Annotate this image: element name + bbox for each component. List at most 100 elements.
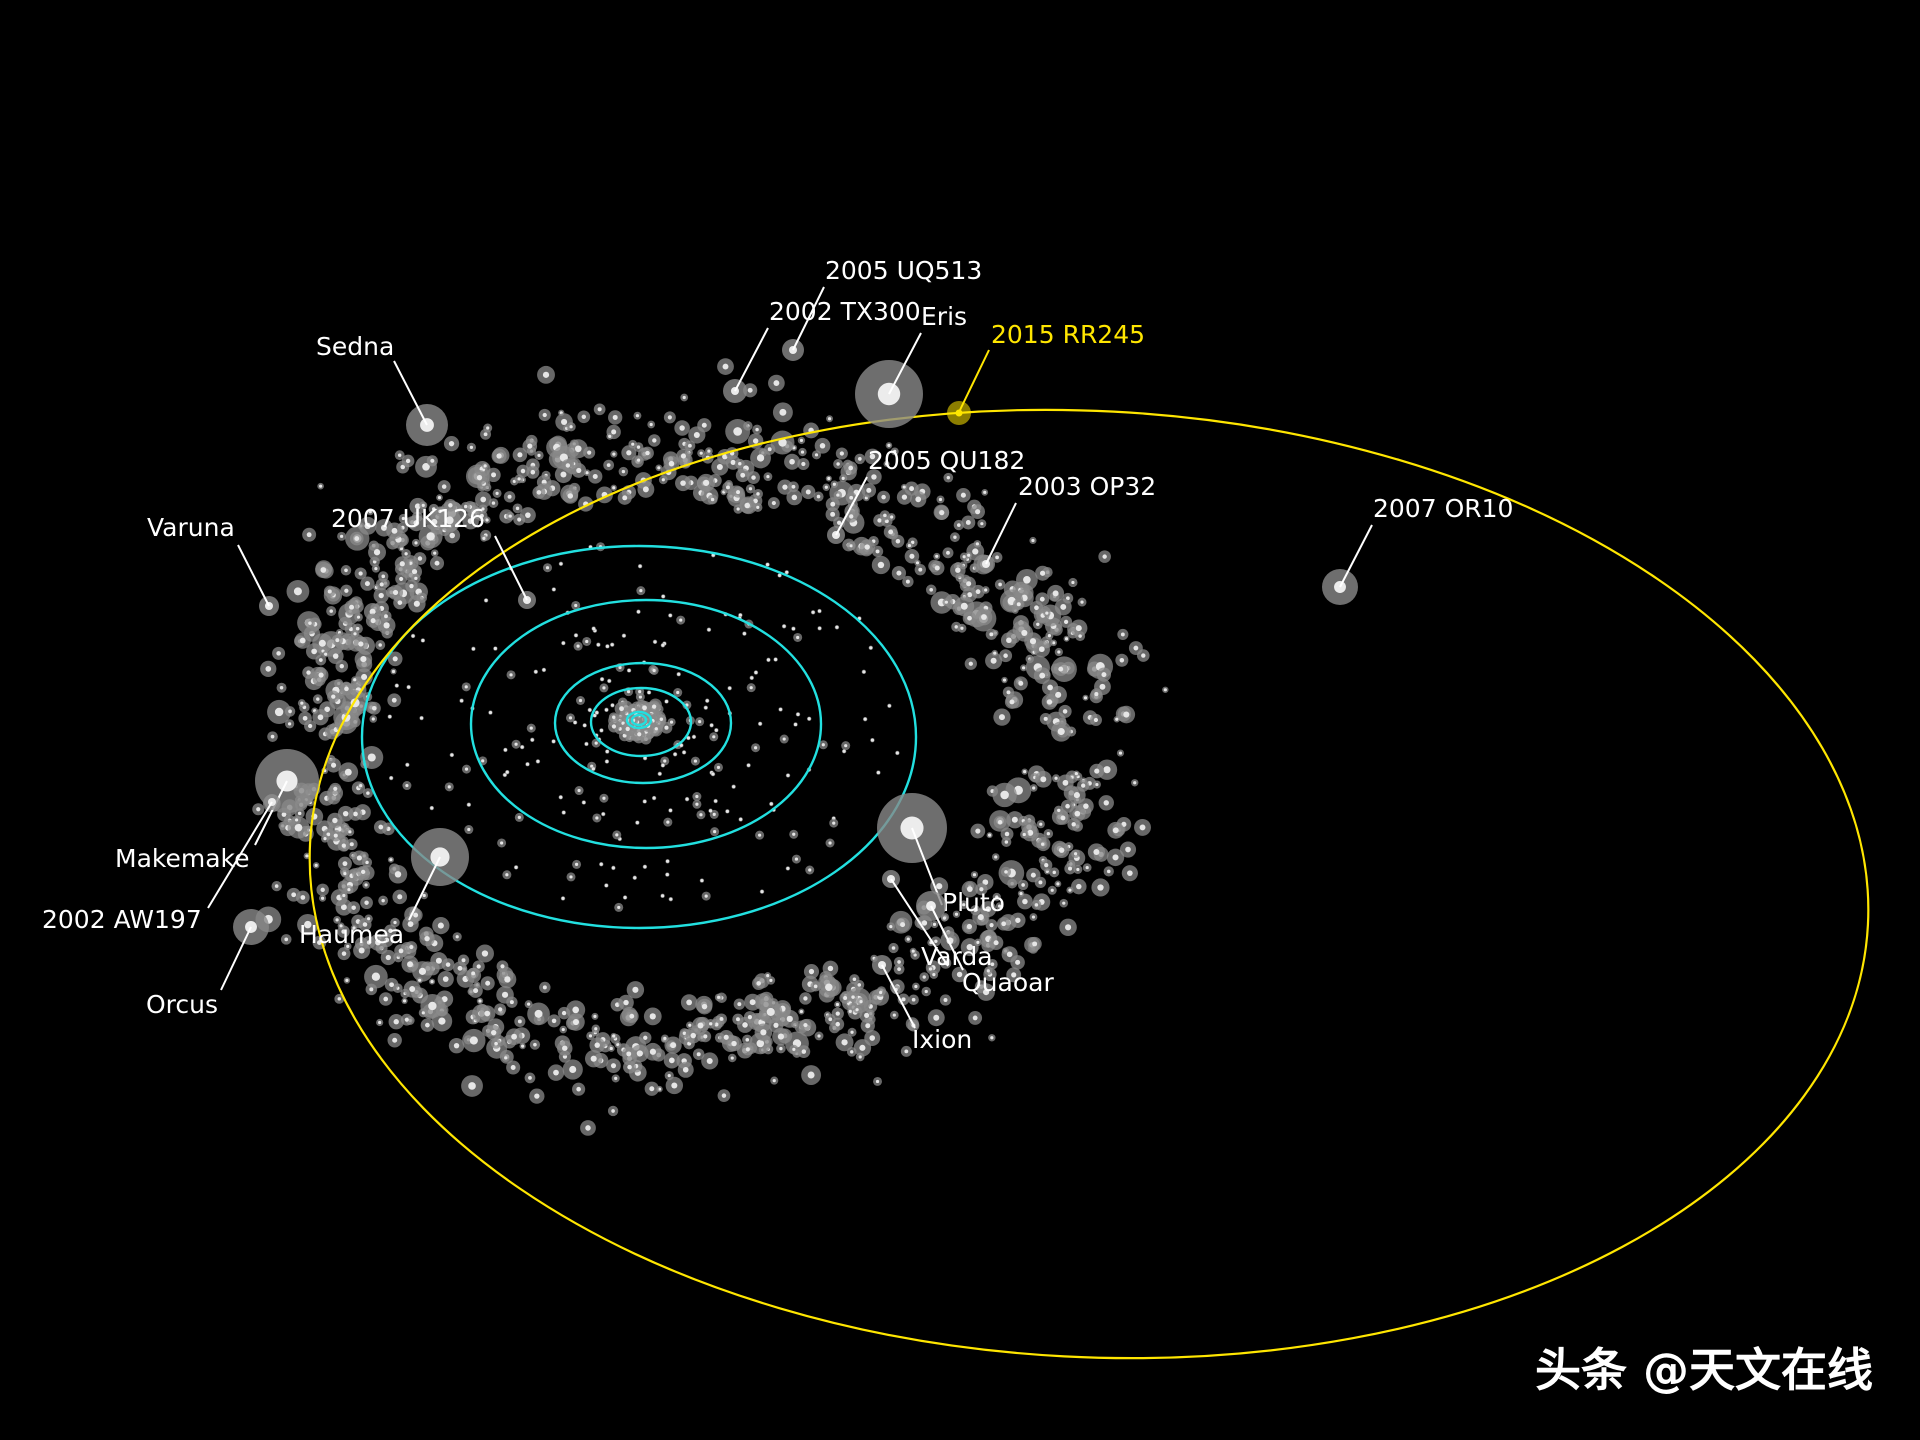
- kbo-dot: [1041, 679, 1059, 696]
- kbo-dot: [841, 741, 851, 751]
- kbo-dot: [961, 515, 976, 530]
- kbo-dot: [1053, 842, 1070, 859]
- body-2002-aw197[interactable]: 2002 AW197: [42, 794, 280, 934]
- kbo-dot: [607, 1105, 619, 1117]
- body-orcus[interactable]: Orcus: [146, 909, 269, 1019]
- kbo-dot: [960, 938, 979, 957]
- kbo-dot: [742, 631, 747, 636]
- kbo-dot: [571, 600, 581, 610]
- kbo-dot: [1037, 839, 1048, 850]
- kbo-dot: [1047, 584, 1065, 602]
- kbo-dot: [696, 810, 706, 820]
- body-2005-qu182[interactable]: 2005 QU182: [827, 446, 1025, 544]
- kbo-dot: [1091, 878, 1110, 897]
- kbo-dot: [1063, 635, 1070, 642]
- body-pluto[interactable]: Pluto: [877, 793, 1005, 917]
- kbo-dot: [1107, 821, 1125, 839]
- kbo-dot: [1051, 721, 1072, 742]
- body-sedna[interactable]: Sedna: [316, 332, 448, 446]
- kbo-dot: [780, 1009, 799, 1028]
- kbo-dot: [362, 881, 370, 889]
- kbo-dot: [825, 497, 840, 512]
- kbo-dot: [770, 430, 795, 455]
- body-2007-or10[interactable]: 2007 OR10: [1322, 494, 1513, 605]
- kbo-dot: [930, 920, 939, 929]
- kbo-dot: [1115, 653, 1129, 667]
- kbo-dot: [394, 450, 405, 461]
- body-2002-tx300[interactable]: 2002 TX300: [723, 297, 921, 403]
- kbo-dot: [304, 719, 317, 733]
- kbo-dot: [387, 714, 392, 719]
- kbo-dot: [606, 432, 614, 440]
- highlight-body[interactable]: 2015 RR245: [947, 320, 1145, 425]
- kbo-dot: [453, 961, 467, 976]
- kbo-dot: [492, 488, 502, 498]
- kbo-dot: [843, 461, 858, 475]
- body-2003-op32[interactable]: 2003 OP32: [977, 472, 1156, 573]
- body-haumea[interactable]: Haumea: [299, 828, 469, 949]
- kbo-dot: [893, 963, 905, 975]
- kbo-dot: [1054, 647, 1063, 657]
- kbo-dot: [904, 549, 920, 564]
- body-ixion[interactable]: Ixion: [872, 955, 972, 1054]
- kbo-dot: [652, 725, 660, 733]
- kbo-dot: [1073, 770, 1080, 777]
- kbo-dot: [584, 1049, 603, 1068]
- body-2005-uq513[interactable]: 2005 UQ513: [782, 256, 982, 361]
- kbo-dot: [885, 442, 893, 449]
- body-2007-uk126[interactable]: 2007 UK126: [331, 504, 536, 609]
- kbo-dot: [503, 747, 508, 753]
- kbo-dot: [660, 643, 666, 648]
- kbo-dot: [1017, 879, 1029, 891]
- kbo-dot: [988, 935, 1004, 950]
- kbo-dot: [644, 1042, 662, 1061]
- kbo-dot: [822, 960, 839, 977]
- kbo-dot: [1026, 867, 1041, 883]
- kbo-dot: [1000, 632, 1017, 649]
- kbo-dot: [1066, 886, 1074, 894]
- kbo-dot: [995, 902, 1004, 910]
- leader-line: [911, 827, 943, 906]
- body-quaoar[interactable]: Quaoar: [916, 891, 1054, 997]
- kbo-dot: [614, 701, 629, 716]
- kbo-dot: [1020, 830, 1029, 839]
- kbo-dot: [573, 641, 583, 651]
- body-eris[interactable]: Eris: [855, 302, 967, 428]
- kbo-dot: [1053, 662, 1068, 677]
- kbo-dot: [475, 491, 492, 508]
- kbo-dot: [795, 712, 801, 717]
- kbo-dot: [1117, 628, 1129, 641]
- kbo-dot: [535, 759, 541, 764]
- kbo-dot: [1059, 898, 1069, 908]
- kbo-dot: [337, 947, 351, 961]
- kbo-dot: [337, 922, 345, 930]
- kbo-dot: [749, 675, 754, 681]
- kbo-dot: [1010, 955, 1025, 970]
- kbo-dot: [572, 720, 578, 725]
- kbo-dot: [1047, 885, 1057, 895]
- kbo-dot: [562, 1059, 583, 1080]
- kbo-dot: [649, 665, 659, 675]
- kbo-dot: [1045, 631, 1054, 640]
- kbo-dot: [727, 1053, 737, 1063]
- kbo-dot: [706, 627, 712, 632]
- kbo-dot: [818, 740, 828, 750]
- kbo-dot: [260, 660, 277, 677]
- kbo-dot: [403, 980, 421, 998]
- kbo-dot: [829, 818, 839, 828]
- kbo-dot: [362, 788, 373, 799]
- kbo-dot: [1029, 601, 1044, 615]
- leader-line: [1339, 524, 1373, 588]
- kbo-dot: [575, 695, 585, 705]
- kbo-dot: [334, 993, 345, 1004]
- kbo-dot: [526, 465, 540, 479]
- kbo-dot: [514, 1015, 526, 1027]
- kbo-dot: [388, 1014, 404, 1030]
- body-varuna[interactable]: Varuna: [147, 513, 279, 616]
- kbo-dot: [810, 981, 821, 992]
- kbo-dot: [725, 809, 730, 814]
- kbo-dot: [717, 358, 734, 375]
- kbo-dot: [601, 811, 606, 817]
- body-makemake[interactable]: Makemake: [115, 749, 319, 873]
